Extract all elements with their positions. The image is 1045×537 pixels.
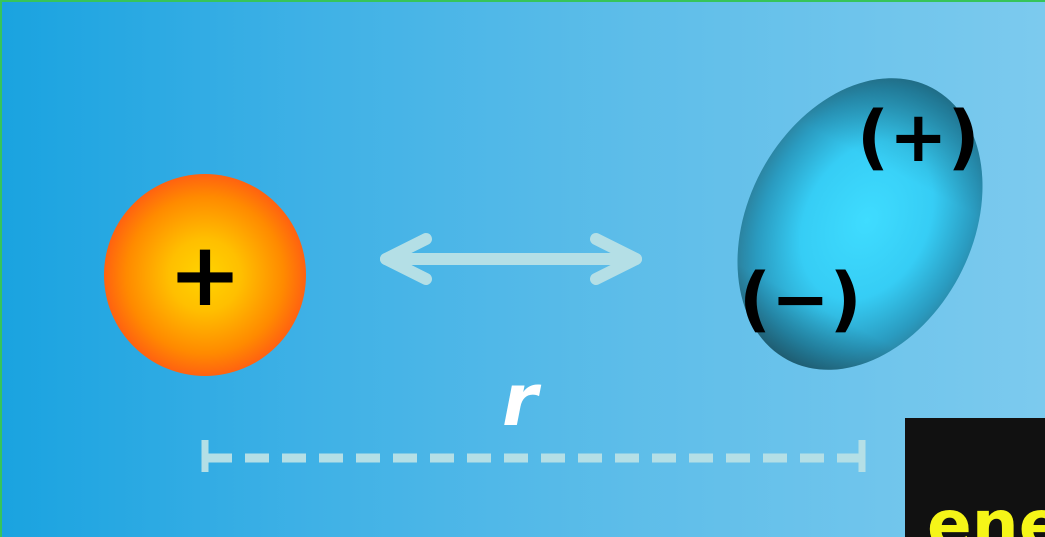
energy-caption-text: ene <box>927 492 1045 537</box>
dashed-distance-bar-icon <box>205 440 862 472</box>
distance-label: r <box>502 364 538 436</box>
dipole-molecule <box>689 35 1031 412</box>
energy-caption-box: ene <box>905 418 1045 537</box>
ion-charge-label: + <box>104 174 306 376</box>
positive-ion: + <box>104 174 306 376</box>
molecule-negative-end-label: (−) <box>739 264 862 334</box>
molecule-positive-end-label: (+) <box>857 102 980 172</box>
double-headed-arrow-icon <box>386 239 636 279</box>
